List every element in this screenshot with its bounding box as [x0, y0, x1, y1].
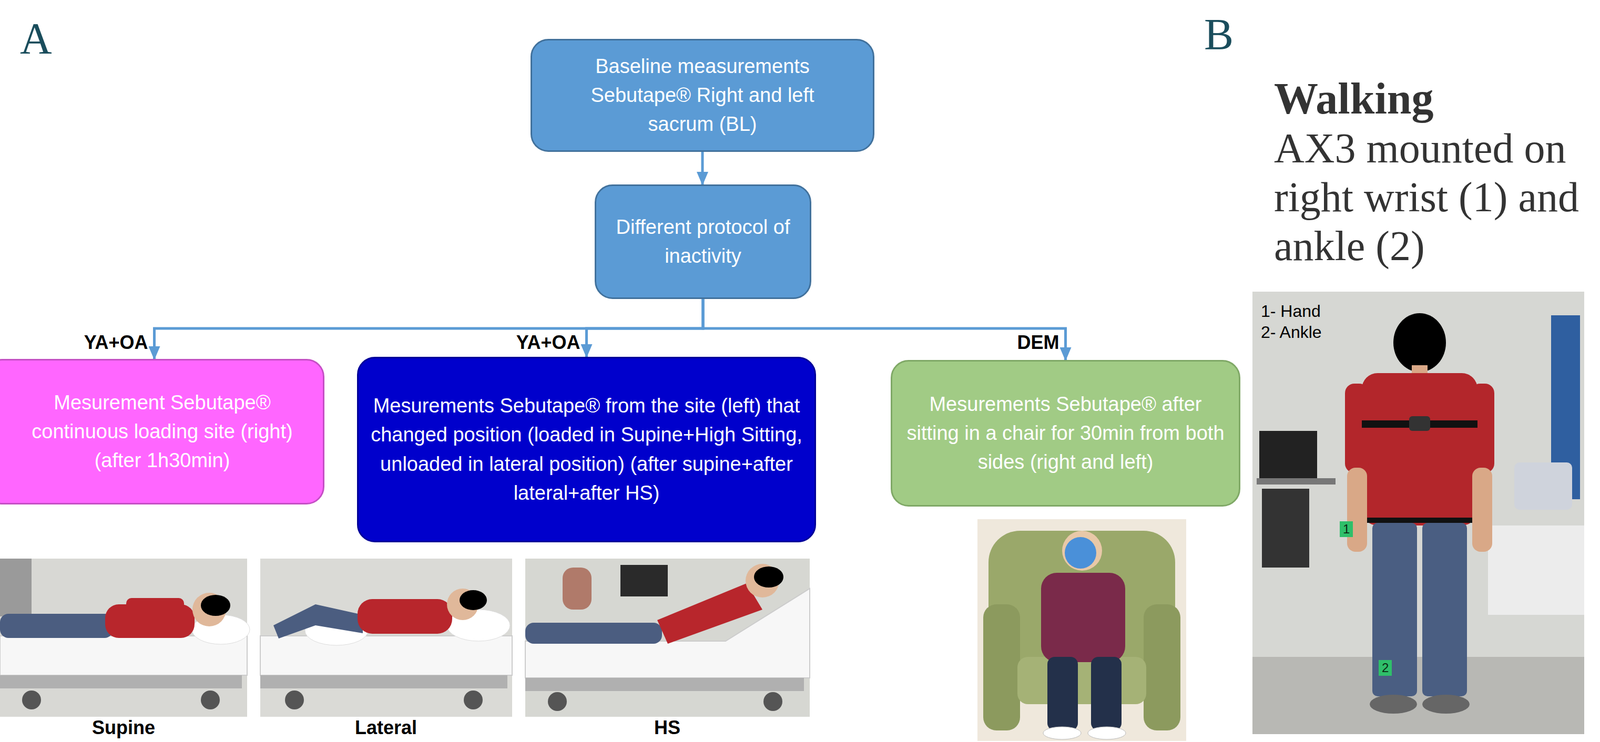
box-text: Different protocol of inactivity: [612, 212, 794, 271]
panel-description: AX3 mounted on right wrist (1) and ankle…: [1274, 124, 1590, 271]
photo-note: 2- Ankle: [1260, 322, 1322, 343]
box-text: Mesurements Sebutape® after sitting in a…: [902, 390, 1229, 477]
box-text: Mesurement Sebutape® continuous loading …: [12, 388, 313, 476]
flow-arrow: [702, 299, 1066, 361]
supine-photo: [0, 558, 250, 718]
lateral-photo: [260, 558, 513, 718]
process-box: Mesurements Sebutape® from the site (lef…: [357, 357, 817, 543]
panel-heading: Walking: [1274, 73, 1434, 125]
flow-arrow: [701, 151, 705, 185]
photo-note: 1- Hand: [1260, 301, 1321, 322]
branch-label: DEM: [1017, 331, 1060, 354]
process-box: Baseline measurements Sebutape® Right an…: [530, 38, 875, 152]
photo-caption: Lateral: [354, 717, 417, 739]
process-box: Mesurements Sebutape® after sitting in a…: [890, 360, 1241, 507]
flow-arrow: [154, 299, 704, 360]
box-text: Mesurements Sebutape® from the site (lef…: [366, 391, 807, 508]
callout-number: 2: [1378, 660, 1392, 677]
box-text: Baseline measurements Sebutape® Right an…: [571, 52, 834, 139]
process-box: Mesurement Sebutape® continuous loading …: [0, 359, 325, 505]
branch-label: YA+OA: [84, 331, 149, 354]
photo-caption: Supine: [92, 717, 156, 739]
panel-letter: B: [1204, 9, 1234, 61]
walking-photo: [1252, 291, 1585, 735]
callout-number: 1: [1339, 521, 1353, 538]
chair-photo: [977, 519, 1187, 742]
photo-caption: HS: [654, 717, 681, 739]
flow-arrow: [586, 299, 704, 358]
high-sitting-photo: [525, 558, 810, 718]
branch-label: YA+OA: [516, 331, 581, 354]
process-box: Different protocol of inactivity: [594, 184, 812, 300]
panel-letter: A: [19, 13, 53, 65]
